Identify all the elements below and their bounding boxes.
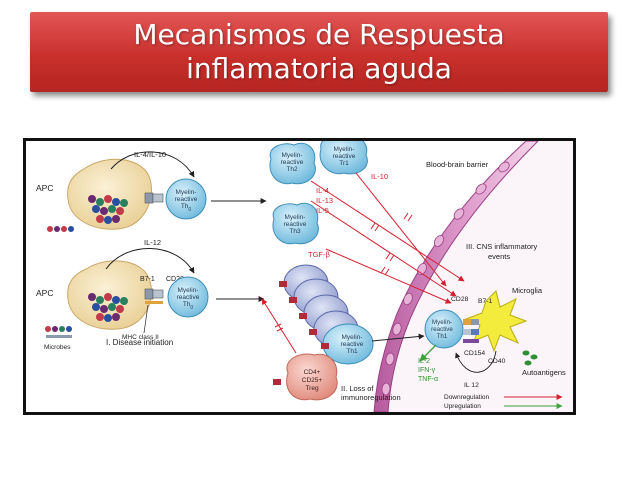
th0-top-label-2: reactive bbox=[175, 196, 198, 203]
th2-label-3: Th2 bbox=[286, 166, 298, 173]
cd154-label: CD154 bbox=[464, 350, 485, 357]
autoantigen-dots bbox=[522, 350, 538, 366]
treg-label-1: CD4+ bbox=[304, 369, 321, 376]
il12-right-label: IL 12 bbox=[464, 382, 479, 389]
th2-label-2: reactive bbox=[281, 159, 304, 166]
apc-top-label: APC bbox=[36, 183, 53, 193]
il10-label: IL-10 bbox=[371, 172, 388, 181]
cns-region bbox=[374, 141, 573, 412]
cns-events-label-2: events bbox=[488, 252, 510, 261]
th1-label-2: reactive bbox=[341, 341, 364, 348]
downregulation-cytokine-arrows bbox=[310, 172, 465, 304]
figure-canvas: Blood-brain barrier III. CNS inflammator… bbox=[36, 141, 573, 412]
b71-right-label: B7-1 bbox=[478, 298, 493, 305]
apc-bottom-cell bbox=[67, 260, 152, 330]
apc-bottom-label: APC bbox=[36, 288, 53, 298]
tr1-label-3: Tr1 bbox=[339, 160, 349, 167]
th1-label-1: Myelin- bbox=[342, 334, 363, 341]
apc-top-receptor-complex bbox=[144, 192, 164, 204]
th3-cell: Myelin- reactive Th3 bbox=[272, 202, 319, 245]
loss-immunoregulation-label-2: immunoregulation bbox=[341, 393, 401, 402]
th3-label-2: reactive bbox=[284, 221, 307, 228]
th1-to-cns-arrow bbox=[371, 333, 425, 342]
il12-arrow bbox=[105, 248, 195, 274]
treg-receptor bbox=[273, 379, 281, 385]
slide-title-line-1: Mecanismos de Respuesta bbox=[133, 18, 505, 51]
mhc-class-ii-label: MHC class II bbox=[122, 334, 159, 341]
il13-label: IL-13 bbox=[316, 196, 333, 205]
microglia-label: Microglia bbox=[512, 286, 543, 295]
slide-title-line-2: inflamatoria aguda bbox=[186, 52, 452, 85]
th2-label-1: Myelin- bbox=[282, 152, 303, 159]
tr1-label-1: Myelin- bbox=[334, 146, 355, 153]
ifng-label: IFN-γ bbox=[418, 367, 436, 374]
il4-il10-label: IL-4/IL-10 bbox=[134, 150, 166, 159]
treg-cell: CD4+ CD25+ Treg bbox=[286, 353, 338, 401]
upregulation-cytokine-arrow bbox=[419, 344, 437, 362]
th0-bottom-label-3: Th0 bbox=[183, 301, 194, 311]
th0-top-cell: Myelin- reactive Th0 bbox=[165, 178, 207, 220]
treg-label-3: Treg bbox=[305, 385, 319, 392]
il5-label: IL-5 bbox=[316, 206, 329, 215]
ms-pathogenesis-figure: Blood-brain barrier III. CNS inflammator… bbox=[23, 138, 576, 415]
barrier-crossing-ticks bbox=[370, 212, 413, 276]
b71-left-label: B7-1 bbox=[140, 276, 155, 283]
tr1-label-2: reactive bbox=[333, 153, 356, 160]
cns-th1-label-2: reactive bbox=[431, 326, 453, 333]
th0-bottom-cell: Myelin- reactive Th0 bbox=[167, 276, 209, 318]
th1-label-3: Th1 bbox=[346, 348, 358, 355]
th3-label-1: Myelin- bbox=[285, 214, 306, 221]
th0-bottom-label-2: reactive bbox=[177, 294, 200, 301]
th0-bottom-label-1: Myelin- bbox=[178, 287, 199, 294]
il4-label: IL-4 bbox=[316, 186, 329, 195]
disease-initiation-label: I. Disease initiation bbox=[106, 338, 173, 347]
apc-top-cell bbox=[67, 158, 152, 230]
il12-top-label: IL-12 bbox=[144, 238, 161, 247]
microbes-legend bbox=[45, 326, 72, 338]
il4-il10-arrow bbox=[110, 151, 195, 178]
apc-bottom-granules bbox=[88, 293, 128, 322]
bbb-cell-bumps bbox=[381, 161, 510, 396]
tr1-cell: Myelin- reactive Tr1 bbox=[319, 141, 368, 175]
downregulation-label: Downregulation bbox=[444, 394, 490, 401]
treg-suppression-ticks bbox=[274, 323, 284, 332]
cns-events-label-1: III. CNS inflammatory bbox=[466, 242, 538, 251]
title-banner: Mecanismos de Respuesta inflamatoria agu… bbox=[30, 12, 608, 92]
tgfb-label: TGF-β bbox=[308, 250, 330, 259]
cd28-left-label: CD28 bbox=[166, 276, 184, 283]
tnfa-label: TNF-α bbox=[418, 376, 438, 383]
apc-bottom-receptor-complex bbox=[144, 288, 164, 304]
cns-th1-cell: Myelin- reactive Th1 bbox=[424, 309, 464, 349]
il2-label: IL-2 bbox=[418, 358, 430, 365]
cd28-right-label: CD28 bbox=[451, 296, 469, 303]
regulation-legend: Downregulation Upregulation bbox=[444, 394, 563, 410]
cns-receptor-complex bbox=[463, 319, 479, 343]
th3-label-3: Th3 bbox=[289, 228, 301, 235]
apc-top-legend-granules bbox=[47, 226, 74, 232]
upregulation-label: Upregulation bbox=[444, 403, 481, 410]
mhc-pointer bbox=[143, 304, 149, 334]
cns-th1-label-1: Myelin- bbox=[432, 319, 452, 326]
cd40-label: CD40 bbox=[488, 358, 506, 365]
treg-label-2: CD25+ bbox=[302, 377, 323, 384]
th1-receptors bbox=[279, 281, 329, 349]
loss-immunoregulation-label-1: II. Loss of bbox=[341, 384, 374, 393]
microbes-label: Microbes bbox=[44, 344, 71, 351]
th0-top-label-1: Myelin- bbox=[176, 189, 197, 196]
apc-top-granules bbox=[88, 195, 128, 224]
th2-cell: Myelin- reactive Th2 bbox=[269, 142, 316, 185]
bbb-label: Blood-brain barrier bbox=[426, 160, 489, 169]
th0-top-label-3: Th0 bbox=[181, 203, 192, 213]
il12-return-arrow bbox=[455, 350, 497, 373]
treg-suppression-arrow bbox=[261, 298, 297, 354]
cns-th1-label-3: Th1 bbox=[437, 333, 448, 340]
autoantigens-label: Autoantigens bbox=[522, 368, 566, 377]
